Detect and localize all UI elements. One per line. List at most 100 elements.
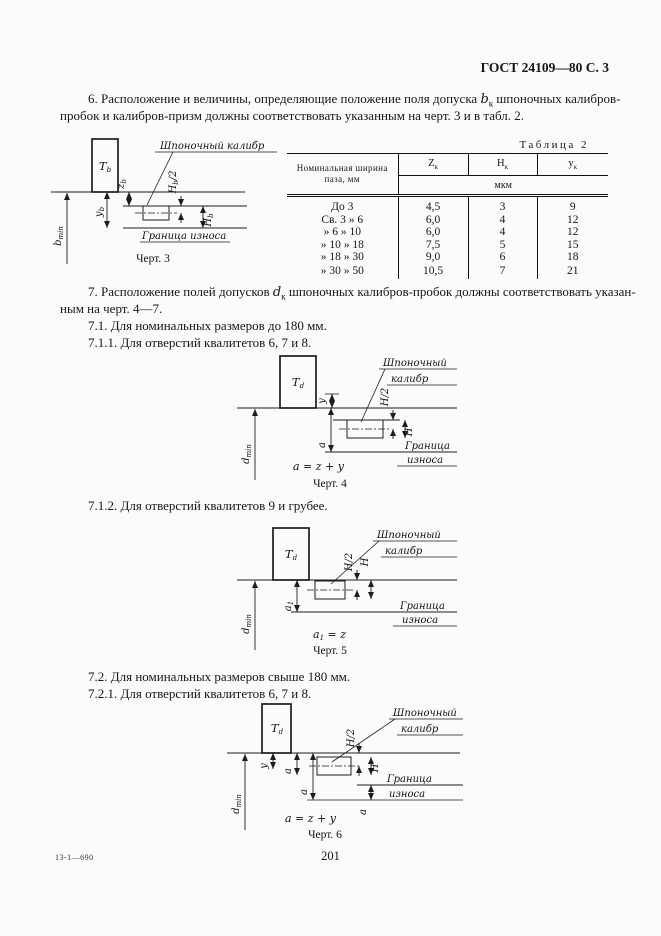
wear-label-line2: износа [389,789,425,800]
col1-header-line2: паза, мм [324,174,360,184]
cell-y: 12 [536,213,608,226]
cell-range: » 30 » 50 [320,265,364,277]
page-number: 201 [321,849,340,863]
table2-col-y-header: ук [536,153,608,176]
cell-range: До 3 [331,201,354,214]
table-row: Св. 3 » 6 6,0 4 12 [287,213,608,226]
cell-y: 18 [536,251,608,264]
paragraph-6-line2: пробок и калибров-призм должны соответст… [60,108,525,123]
cell-range: » 10 » 18 [320,238,364,251]
label-y: y [317,398,328,405]
label-y: y [259,763,270,770]
cell-y: 9 [536,195,608,214]
label-hb: Hb [203,213,215,228]
cell-z: 6,0 [397,213,468,226]
label-a: а [317,442,328,448]
cell-range: » 6 » 10 [323,226,361,239]
gauge-callout-line2: калибр [391,374,429,385]
figure-formula: a = z + y [293,460,345,473]
cell-h: 4 [467,213,537,226]
callout-leader-line [330,540,380,585]
figure-chert-3: Tb bmin zb yb Hb/2 Hb Шпоночный калибр Г… [51,138,277,265]
callout-leader-line [331,718,396,763]
gauge-rect [314,580,346,600]
paragraph-6-text-cont: шпоночных калибров- [493,91,621,106]
wear-label-line1: Граница [404,441,450,452]
footer-imprint: 13-1—690 [55,853,94,862]
label-Td: Td [285,547,298,562]
col1-header-line1: Номинальная ширина [296,163,388,173]
symbol-d-subscript: к [281,291,286,302]
paragraph-7-1-1: 7.1.1. Для отверстий квалитетов 6, 7 и 8… [88,335,312,350]
tolerance-zone-Td [272,527,310,581]
gauge-callout-label: Шпоночный калибр [159,141,265,152]
cell-y: 15 [536,238,608,251]
page-header: ГОСТ 24109—80 С. 3 [480,60,609,75]
gauge-callout-line1: Шпоночный [382,358,447,369]
paragraph-7-line2: ным на черт. 4—7. [60,301,163,316]
label-Td: Td [292,375,305,390]
figure-caption: Черт. 6 [308,829,342,841]
gauge-rect [142,205,170,221]
symbol-b-subscript: к [488,98,494,109]
label-a: а [283,768,294,774]
cell-h: 7 [467,263,537,279]
tolerance-zone-Td [279,355,317,409]
figure-formula: a1 = z [313,628,346,642]
label-dmin: dmin [241,614,253,634]
paragraph-7-2-1: 7.2.1. Для отверстий квалитетов 6, 7 и 8… [88,686,312,701]
table-row: » 30 » 50 10,5 7 21 [287,263,608,279]
cell-y: 21 [536,263,608,279]
paragraph-7-line1: 7. Расположение полей допусков dк шпоноч… [60,283,636,306]
label-Td: Td [271,721,284,736]
table2-caption: Таблица 2 [519,139,589,151]
callout-leader-line [360,368,386,423]
gauge-callout-line2: калибр [385,546,423,557]
figure-caption: Черт. 4 [313,478,347,490]
label-h: H [404,427,415,437]
table-row: » 10 » 18 7,5 5 15 [287,238,608,251]
table2-col-h-header: Нк [467,153,537,176]
wear-label-line2: износа [402,615,438,626]
label-h2: H/2 [346,729,357,748]
cell-z: 6,0 [397,226,468,239]
table-row: До 3 4,5 3 9 [287,195,608,214]
figure-chert-6: Td dmin y а а H/2 H Шпоночный калибр Гра… [227,703,463,841]
callout-leader-line [146,151,174,206]
label-Tb: Tb [99,159,112,174]
cell-range: Св. 3 » 6 [321,213,364,226]
paragraph-7-1: 7.1. Для номинальных размеров до 180 мм. [88,318,327,333]
cell-h: 6 [467,251,537,264]
figure-caption: Черт. 5 [313,645,347,657]
table2: Номинальная ширина паза, мм Zк Нк ук мкм… [287,153,608,279]
figure-caption: Черт. 3 [136,253,170,265]
table2-unit-cell: мкм [397,175,608,197]
figure-chert-4: Td dmin y H/2 H а Шпоночный калибр Грани… [237,355,457,490]
cell-z: 4,5 [397,195,468,214]
cell-z: 10,5 [397,263,468,279]
label-h2: H/2 [344,553,355,572]
paragraph-7-text-cont: шпоночных калибров-пробок должны соответ… [285,284,636,299]
paragraph-6-text: 6. Расположение и величины, определяющие… [88,91,481,106]
label-h: H [370,763,381,773]
cell-h: 5 [467,238,537,251]
table-row: » 18 » 30 9,0 6 18 [287,251,608,264]
table2-unit-row: мкм [287,175,608,197]
tolerance-zone-Td [261,703,292,754]
cell-z: 9,0 [397,251,468,264]
table2-col1-header: Номинальная ширина паза, мм [287,153,398,197]
paragraph-6-line1: 6. Расположение и величины, определяющие… [60,90,621,113]
wear-label-line1: Граница [386,774,432,785]
label-zb: zb [116,179,128,190]
gauge-callout-line1: Шпоночный [392,708,457,719]
label-h2: H/2 [380,388,391,407]
cell-y: 12 [536,226,608,239]
paragraph-7-2: 7.2. Для номинальных размеров свыше 180 … [88,669,351,684]
label-a-tall: а [299,789,310,795]
wear-label-line1: Граница [399,601,445,612]
paragraph-7-text: 7. Расположение полей допусков [88,284,273,299]
cell-h: 3 [467,195,537,214]
figure-chert-5: Td dmin H/2 H а1 Шпоночный калибр Границ… [237,527,457,657]
wear-label-line2: износа [407,455,443,466]
